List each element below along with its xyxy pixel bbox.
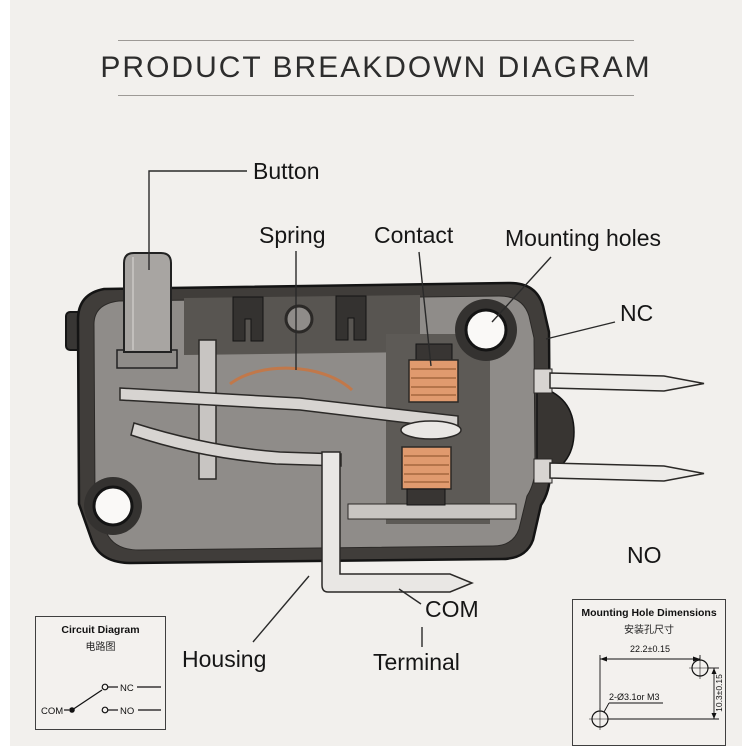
mounting-hole-bottom: [84, 477, 142, 535]
switch-button-shape: [116, 252, 178, 369]
no-terminal-shape: [549, 462, 705, 482]
contact-leader: [418, 251, 432, 367]
mounting-dimensions-title: Mounting Hole Dimensions: [581, 607, 717, 619]
spring-wire: [229, 366, 354, 392]
title-rule-bottom: [118, 95, 634, 96]
label-housing: Housing: [182, 646, 267, 672]
button-leader: [148, 170, 247, 270]
label-mounting-holes: Mounting holes: [505, 225, 661, 251]
label-no: NO: [627, 542, 662, 568]
mounting-dimensions-box: Mounting Hole Dimensions 安装孔尺寸: [572, 599, 726, 746]
circuit-no-label: NO: [120, 706, 134, 717]
dim-hole-spec-label: 2-Ø3.1or M3: [609, 692, 660, 702]
housing-leader: [252, 575, 310, 643]
circuit-com-label: COM: [41, 706, 63, 717]
label-nc: NC: [620, 300, 654, 326]
dim-horizontal-label: 22.2±0.15: [630, 644, 670, 654]
nc-leader: [545, 321, 616, 340]
label-com: COM: [425, 596, 479, 622]
label-contact: Contact: [374, 222, 454, 248]
dim-vertical-label: 10.3±0.15: [714, 674, 724, 712]
moving-contact-disc: [400, 420, 462, 440]
com-leader: [398, 588, 422, 605]
circuit-diagram-subtitle: 电路图: [85, 642, 116, 653]
lower-arm: [130, 422, 342, 467]
circuit-diagram-box: Circuit Diagram 电路图 COM NC NO: [35, 616, 166, 730]
circuit-diagram-title: Circuit Diagram: [61, 624, 140, 636]
leader-lines: [148, 170, 616, 647]
title-rule-top: [118, 40, 634, 41]
mounting-dimensions-subtitle: 安装孔尺寸: [624, 625, 674, 636]
mounting-hole-top: [455, 299, 517, 361]
nc-terminal-shape: [549, 372, 705, 392]
com-pivot-dot: [69, 707, 75, 713]
label-spring: Spring: [259, 222, 326, 248]
mounting-holes-leader: [491, 256, 552, 323]
mounting-dimensions-drawing: 22.2±0.15 2-Ø3.1or M3 10.3±0.15: [589, 644, 724, 730]
internal-mechanism: [119, 339, 462, 506]
side-terminals: [533, 368, 705, 484]
label-button: Button: [253, 158, 320, 184]
circuit-schematic: COM NC NO: [41, 683, 161, 717]
label-terminal: Terminal: [373, 649, 460, 675]
circuit-nc-label: NC: [120, 683, 134, 694]
com-terminal-shape: [321, 451, 474, 593]
page-title: PRODUCT BREAKDOWN DIAGRAM: [100, 51, 652, 84]
